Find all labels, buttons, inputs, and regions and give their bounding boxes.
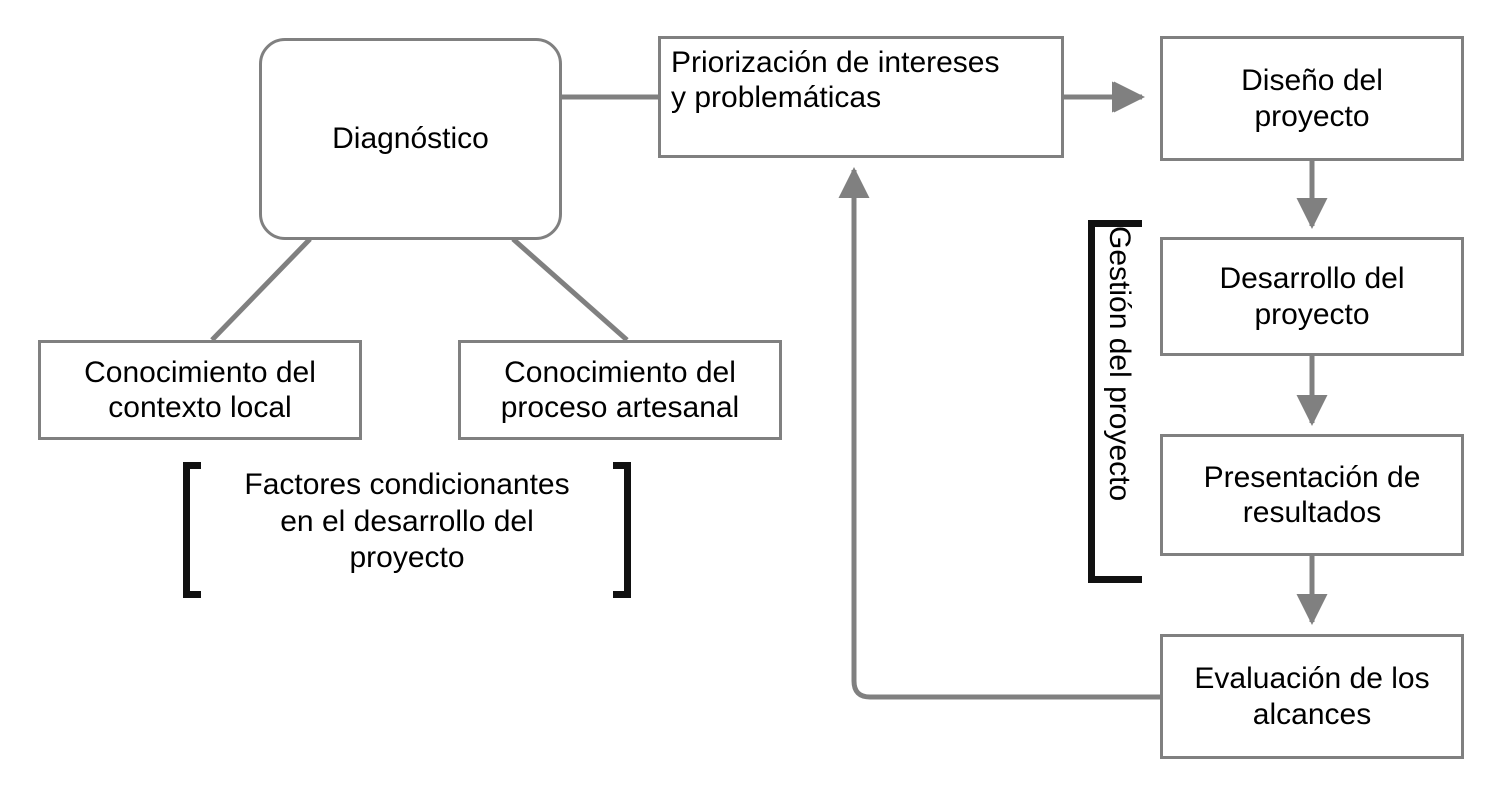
annotation-gestion-del-proyecto: Gestión del proyecto [1103, 226, 1136, 502]
annotation-gestion-del-proyecto-wrap: Gestión del proyecto [1100, 226, 1144, 576]
node-evaluacion[interactable]: Evaluación de los alcances [1160, 634, 1464, 759]
edge-diagnostico-contexto [210, 237, 312, 342]
annotation-factores-condicionantes: Factores condicionantes en el desarrollo… [244, 468, 570, 575]
node-desarrollo[interactable]: Desarrollo del proyecto [1160, 237, 1464, 356]
bracket-bottom-gestion [1088, 576, 1142, 583]
node-conocimiento-contexto-local[interactable]: Conocimiento del contexto local [38, 340, 362, 440]
bracket-top-gestion [1088, 220, 1142, 227]
node-conocimiento-proceso-artesanal[interactable]: Conocimiento del proceso artesanal [458, 340, 782, 440]
node-priorizacion[interactable]: Priorización de intereses y problemática… [658, 36, 1064, 158]
node-diseno[interactable]: Diseño del proyecto [1160, 36, 1464, 161]
bracket-right-factores [613, 462, 631, 598]
bracket-left-factores [183, 462, 201, 598]
edge-diagnostico-artesanal [511, 237, 629, 342]
node-presentacion[interactable]: Presentación de resultados [1160, 434, 1464, 556]
node-diagnostico[interactable]: Diagnóstico [259, 38, 562, 240]
bracket-spine-gestion [1088, 220, 1095, 583]
